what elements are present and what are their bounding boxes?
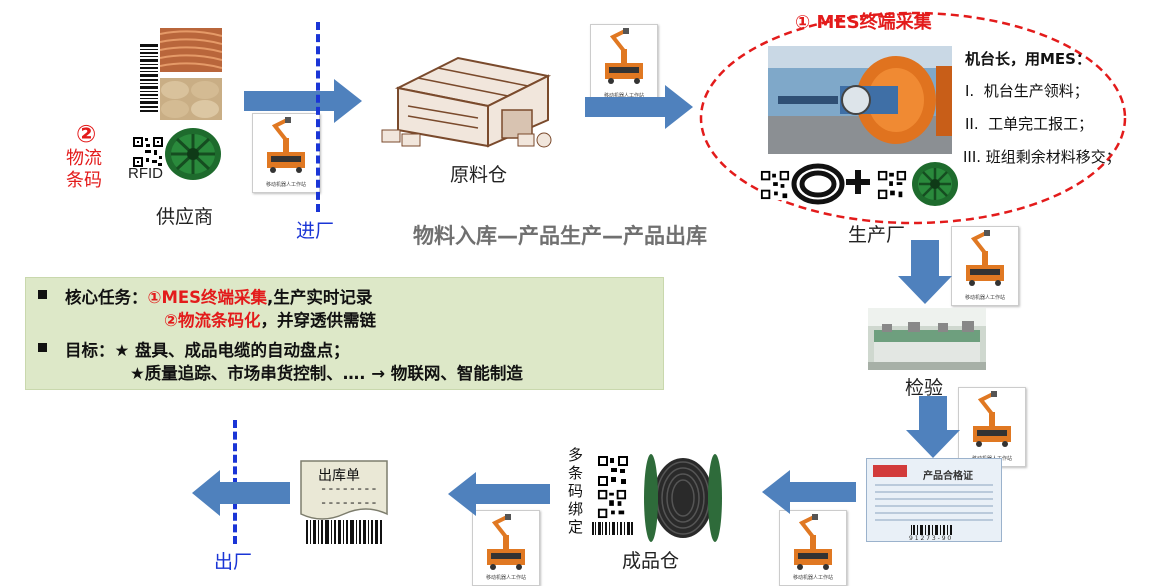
core-task-mes: ①MES终端采集: [147, 288, 268, 307]
cable-reel-image: [163, 127, 223, 181]
copper-coil-image: [159, 28, 223, 72]
goals-panel: 核心任务：①MES终端采集,生产实时记录 ②物流条码化，并穿透供需链 目标：★ …: [25, 277, 664, 390]
multi-barcode-label: 多 条 码 绑 定: [568, 446, 584, 536]
inspection-lab-photo: [868, 308, 986, 370]
warehouse-icon: [378, 48, 558, 152]
arrow-down-2: [906, 396, 960, 460]
core-task-barcode-rest: ，并穿透供需链: [260, 311, 376, 330]
robot-caption: 移动机器人工作站: [265, 182, 306, 188]
outbound-doc-lines: -------- --------: [320, 482, 378, 510]
arrow-right-2: [585, 85, 695, 129]
supplier-label: 供应商: [156, 206, 214, 228]
inspection-label: 检验: [905, 377, 944, 399]
qr-code-icon: [760, 170, 790, 200]
cable-drum-image: [642, 452, 724, 544]
enter-factory-line: [316, 22, 320, 212]
robot-workstation-4: 移动机器人工作站: [958, 387, 1026, 467]
enter-factory-label: 进厂: [296, 220, 335, 242]
outbound-barcode: [306, 520, 384, 544]
robot-workstation-5: 移动机器人工作站: [779, 510, 847, 586]
robot-caption: 移动机器人工作站: [603, 93, 644, 99]
finished-warehouse-label: 成品仓: [622, 550, 680, 572]
sacks-image: [160, 78, 222, 120]
qr-code-icon: [132, 136, 164, 168]
raw-warehouse-label: 原料仓: [450, 164, 508, 186]
mes-dashed-ellipse: [698, 10, 1128, 226]
certificate-barcode-text: 9 1 2 7 3 - 9 0: [909, 535, 952, 542]
circle-number-2: ②: [76, 120, 97, 148]
bullet-2: [38, 343, 47, 352]
logistics-barcode-label: 物流 条码: [66, 148, 102, 191]
cable-coil-icon: [790, 162, 846, 206]
panel-row-1: 核心任务：①MES终端采集,生产实时记录: [65, 284, 372, 308]
exit-factory-label: 出厂: [214, 551, 253, 573]
robot-workstation-1: 移动机器人工作站: [252, 113, 320, 193]
mes-item-3: III. 班组剩余材料移交；: [963, 148, 1121, 166]
robot-caption: 移动机器人工作站: [792, 575, 833, 581]
mes-item-1: I. 机台生产领料；: [965, 82, 1089, 100]
outbound-doc-title: 出库单: [318, 468, 360, 484]
arrow-left-3: [190, 470, 290, 516]
robot-caption: 移动机器人工作站: [964, 295, 1005, 301]
outbound-document: 出库单 -------- --------: [300, 460, 388, 526]
arrow-down-1: [898, 240, 952, 306]
mes-note-title: 机台长，用MES：: [965, 50, 1091, 68]
mes-item-2: II. 工单完工报工；: [965, 115, 1094, 133]
panel-row-2: ②物流条码化，并穿透供需链: [164, 307, 376, 331]
arrow-left-1: [760, 470, 856, 514]
production-label: 生产厂: [848, 224, 906, 246]
certificate-title: 产品合格证: [923, 471, 973, 482]
robot-caption: 移动机器人工作站: [485, 575, 526, 581]
product-certificate: 产品合格证 9 1 2 7 3 - 9 0: [866, 458, 1002, 542]
mes-title: ① MES终端采集: [795, 12, 932, 33]
barcode-icon: [592, 522, 634, 540]
core-task-rest: ,生产实时记录: [267, 288, 373, 307]
qr-code-icon: [597, 455, 629, 487]
bullet-1: [38, 290, 47, 299]
arrow-right-1: [244, 79, 364, 123]
core-task-prefix: 核心任务：: [65, 288, 148, 307]
panel-row-4: ★质量追踪、市场串货控制、…. → 物联网、智能制造: [130, 364, 523, 383]
vertical-barcode: [140, 44, 158, 112]
robot-workstation-6: 移动机器人工作站: [472, 510, 540, 586]
robot-workstation-2: 移动机器人工作站: [590, 24, 658, 104]
rfid-label: RFID: [128, 165, 163, 182]
core-task-barcode: ②物流条码化: [164, 311, 261, 330]
robot-workstation-3: 移动机器人工作站: [951, 226, 1019, 306]
arrow-left-2: [446, 472, 550, 516]
qr-code-icon: [597, 489, 627, 519]
machine-photo: [768, 46, 952, 154]
qr-code-icon: [877, 170, 907, 200]
cable-reel-icon: [910, 160, 960, 208]
plus-icon: [846, 170, 870, 194]
flow-title: 物料入库—产品生产—产品出库: [413, 224, 707, 248]
panel-row-3: 目标：★ 盘具、成品电缆的自动盘点；: [65, 341, 350, 360]
